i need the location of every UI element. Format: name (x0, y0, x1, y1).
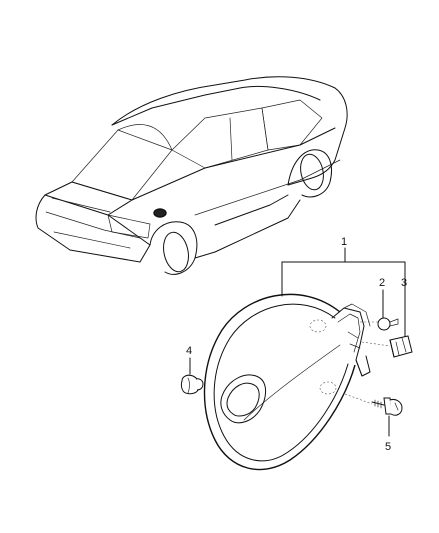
part-5-screw (371, 397, 403, 416)
callout-1: 1 (341, 236, 347, 248)
part-2-bumper (377, 317, 399, 331)
callout-4: 4 (186, 345, 192, 357)
callout-1-leader (281, 247, 406, 297)
callout-3: 3 (401, 277, 407, 289)
callout-5: 5 (385, 441, 391, 453)
fuel-filler-door (203, 293, 391, 471)
part-3-retainer-clip (389, 335, 413, 358)
callout-2: 2 (379, 277, 385, 289)
part-4-bumper (180, 374, 204, 395)
vehicle-overview (35, 76, 348, 275)
fuel-door-location-marker (153, 208, 167, 218)
